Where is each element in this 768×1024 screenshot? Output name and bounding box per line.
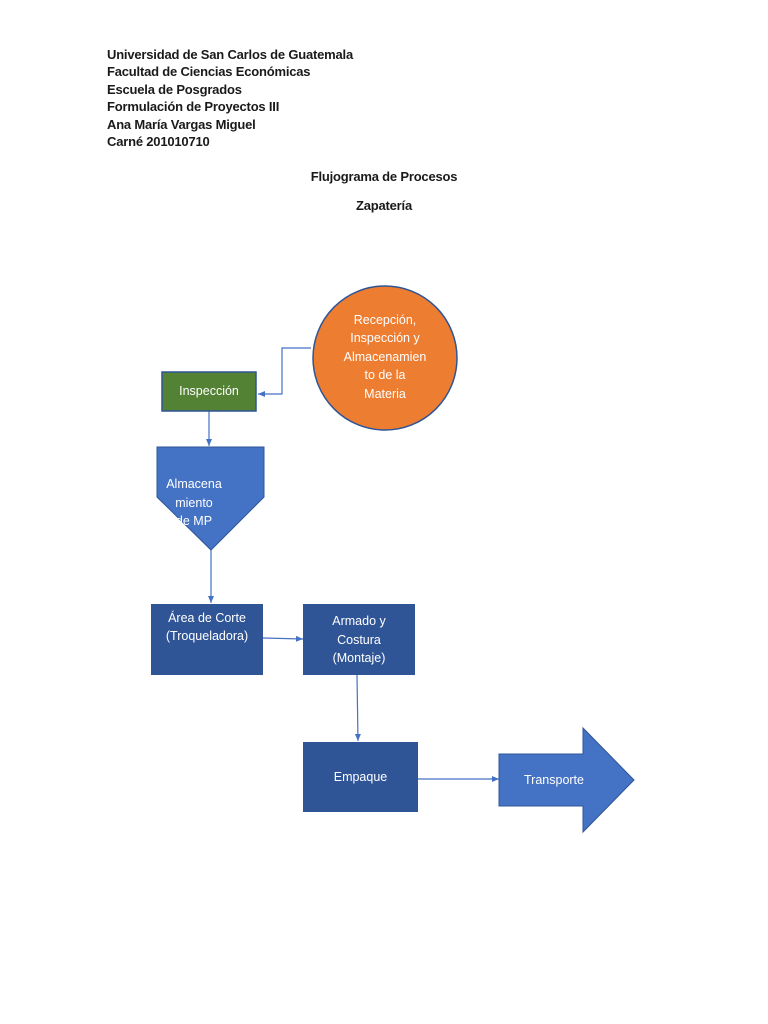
connector-armado-to-empaque [354, 674, 361, 742]
node-transporte-arrow [498, 726, 635, 834]
connector-corte-to-armado [262, 635, 304, 642]
connector-recepcion-to-inspeccion [258, 347, 311, 397]
node-almacenamiento-pentagon [156, 446, 265, 551]
inspeccion-label: Inspección [179, 384, 239, 399]
header-university: Universidad de San Carlos de Guatemala [107, 47, 353, 62]
header-author: Ana María Vargas Miguel [107, 116, 256, 132]
armado-label: Armado y Costura (Montaje) [332, 614, 386, 666]
header-carne: Carné 201010710 [107, 134, 210, 150]
almacenamiento-label: Almacena miento de MP [166, 477, 222, 529]
corte-label: Área de Corte (Troqueladora) [165, 610, 249, 644]
node-recepcion-circle [312, 285, 458, 431]
node-corte-rect [151, 604, 263, 675]
document-header: Universidad de San Carlos de Guatemala F… [107, 46, 353, 150]
node-empaque-rect [303, 742, 418, 812]
page-title: Flujograma de Procesos [310, 169, 458, 184]
header-faculty: Facultad de Ciencias Económicas [107, 64, 311, 80]
header-school: Escuela de Posgrados [107, 81, 242, 97]
recepcion-label: Recepción, Inspección y Almacenamien to … [343, 312, 427, 401]
transporte-label: Transporte [524, 772, 584, 787]
node-inspeccion-rect [161, 371, 257, 412]
header-course: Formulación de Proyectos III [107, 99, 280, 115]
node-armado-rect [303, 604, 415, 675]
page-subtitle: Zapatería [355, 198, 412, 213]
empaque-label: Empaque [333, 769, 388, 784]
